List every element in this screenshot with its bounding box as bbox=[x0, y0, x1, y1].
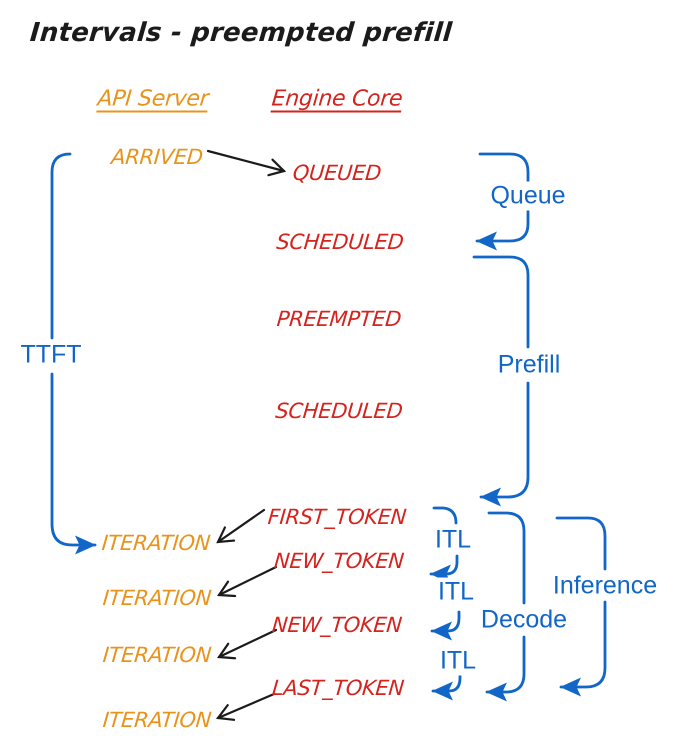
event-arrived: ARRIVED bbox=[110, 145, 204, 169]
decode-bracket bbox=[485, 511, 526, 702]
event-iteration-4: ITERATION bbox=[101, 708, 213, 732]
itl-bracket-3 bbox=[431, 671, 462, 701]
column-header-engine-core: Engine Core bbox=[270, 86, 404, 112]
event-iteration-2: ITERATION bbox=[101, 586, 213, 610]
event-queued: QUEUED bbox=[291, 161, 383, 185]
prefill-bracket bbox=[472, 255, 530, 507]
interval-label-prefill: Prefill bbox=[495, 350, 563, 380]
inference-bracket bbox=[555, 516, 607, 697]
interval-label-queue: Queue bbox=[488, 181, 568, 211]
event-scheduled-1: SCHEDULED bbox=[275, 230, 405, 254]
queue-bracket bbox=[475, 152, 530, 251]
diagram-title: Intervals - preempted prefill bbox=[28, 18, 454, 48]
interval-label-inference: Inference bbox=[550, 571, 660, 601]
ttft-bracket bbox=[50, 152, 97, 555]
interval-label-itl-1: ITL bbox=[432, 525, 474, 555]
event-preempted: PREEMPTED bbox=[275, 307, 403, 331]
itl-bracket-2 bbox=[430, 610, 461, 641]
arrow-last-token-to-iteration-4 bbox=[215, 692, 276, 721]
interval-label-itl-2: ITL bbox=[435, 577, 477, 607]
interval-label-itl-3: ITL bbox=[437, 646, 479, 676]
column-header-api-server: API Server bbox=[96, 86, 210, 112]
arrow-arrived-to-queued bbox=[206, 149, 287, 177]
event-new-token-2: NEW_TOKEN bbox=[271, 613, 403, 637]
event-iteration-1: ITERATION bbox=[100, 531, 212, 555]
event-new-token-1: NEW_TOKEN bbox=[273, 549, 405, 573]
interval-label-decode: Decode bbox=[478, 605, 570, 635]
itl-bracket-1 bbox=[429, 506, 459, 584]
arrow-first-token-to-iteration-1 bbox=[216, 508, 266, 544]
event-iteration-3: ITERATION bbox=[101, 643, 213, 667]
event-last-token: LAST_TOKEN bbox=[271, 676, 405, 700]
arrow-new-token-1-to-iteration-2 bbox=[217, 565, 278, 598]
event-scheduled-2: SCHEDULED bbox=[274, 399, 404, 423]
event-first-token: FIRST_TOKEN bbox=[266, 505, 408, 529]
arrow-new-token-2-to-iteration-3 bbox=[216, 628, 278, 660]
interval-label-ttft: TTFT bbox=[18, 340, 84, 370]
